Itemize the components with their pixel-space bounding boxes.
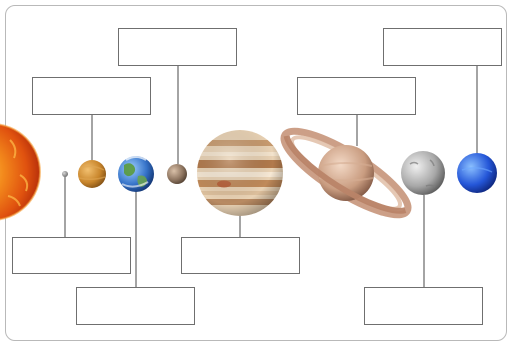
mars xyxy=(167,164,187,184)
sun xyxy=(0,124,40,220)
label-box-uranus[interactable] xyxy=(364,287,483,325)
label-box-mercury[interactable] xyxy=(12,237,131,274)
saturn xyxy=(274,118,417,228)
label-box-mars[interactable] xyxy=(118,28,237,66)
label-box-jupiter[interactable] xyxy=(181,237,300,274)
label-box-earth[interactable] xyxy=(76,287,195,325)
label-box-neptune[interactable] xyxy=(383,28,502,66)
neptune xyxy=(457,153,497,193)
mercury xyxy=(62,171,68,177)
earth xyxy=(118,156,154,192)
label-box-saturn[interactable] xyxy=(297,77,416,115)
uranus xyxy=(401,151,445,195)
label-box-venus[interactable] xyxy=(32,77,151,115)
venus xyxy=(78,160,106,188)
jupiter xyxy=(195,128,285,218)
